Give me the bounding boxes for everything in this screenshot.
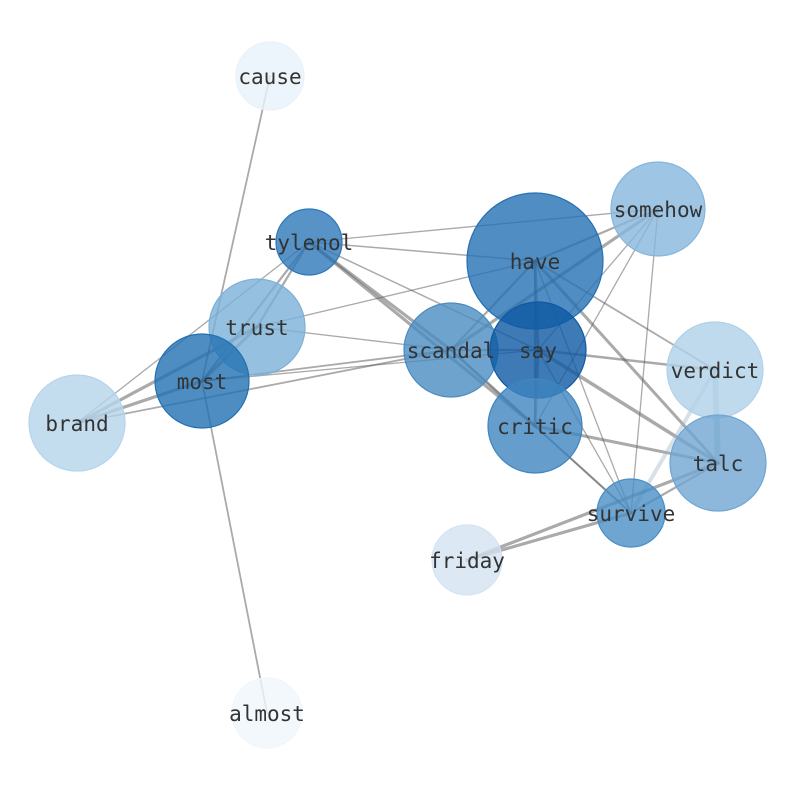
node-label-cause: cause [238,65,301,89]
node-label-survive: survive [587,502,676,526]
edge-somehow-survive [630,208,659,514]
node-friday [431,524,503,596]
node-label-tylenol: tylenol [265,231,354,255]
node-somehow [610,161,706,257]
node-label-scandal: scandal [407,339,496,363]
node-talc [669,414,767,512]
node-label-trust: trust [225,316,288,340]
node-label-almost: almost [229,702,305,726]
node-label-talc: talc [693,452,744,476]
edge-brand-tylenol [76,241,310,424]
node-cause [235,41,305,111]
node-tylenol [275,208,343,276]
node-almost [231,677,303,749]
node-label-brand: brand [45,412,108,436]
edge-brand-scandal [76,349,452,424]
node-label-have: have [510,250,561,274]
node-critic [487,378,583,474]
node-survive [596,478,666,548]
node-label-somehow: somehow [614,198,703,222]
edge-almost-most [201,380,268,714]
node-most [154,333,250,429]
node-label-friday: friday [429,549,505,573]
node-brand [28,374,126,472]
node-label-most: most [177,370,228,394]
node-label-critic: critic [497,415,573,439]
node-label-say: say [519,339,557,363]
node-label-verdict: verdict [671,359,760,383]
